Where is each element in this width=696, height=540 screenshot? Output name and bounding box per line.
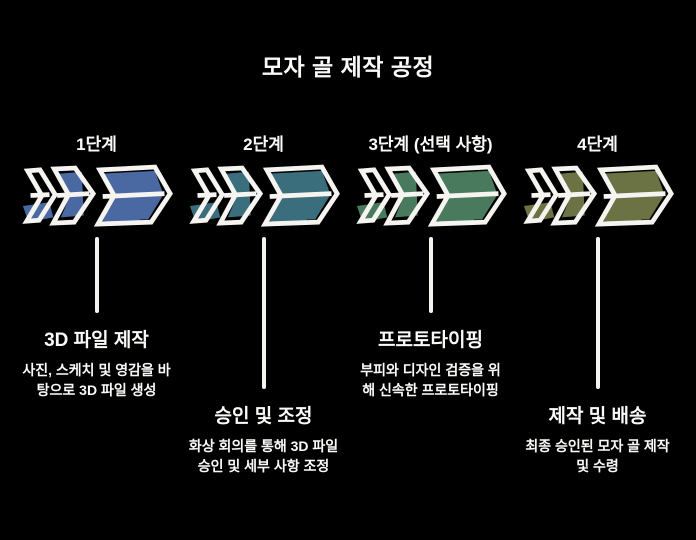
stage-column-4: 4단계 (514, 94, 681, 476)
stage-label: 2단계 (243, 135, 284, 154)
stage-label: 3단계 (선택 사항) (368, 135, 493, 154)
arrow-wrap (188, 163, 340, 229)
stage-column-1: 1단계 (13, 94, 180, 476)
step-description: 최종 승인된 모자 골 제작 및 수령 (525, 438, 670, 474)
arrow-wrap (522, 163, 674, 229)
connector-line (595, 237, 600, 389)
stage-column-3: 3단계 (선택 사항) (347, 94, 514, 476)
stage-column-2: 2단계 (180, 94, 347, 476)
connector-line (94, 237, 99, 313)
stage-columns: 1단계 (13, 94, 681, 476)
step-heading: 제작 및 배송 (548, 406, 647, 427)
diagram-title: 모자 골 제작 공정 (261, 54, 435, 80)
connector-line (428, 237, 433, 313)
stage-label: 4단계 (577, 135, 618, 154)
step-heading: 프로토타이핑 (378, 330, 483, 351)
stage-label: 1단계 (76, 135, 117, 154)
step-heading: 3D 파일 제작 (44, 330, 149, 351)
process-chevron-arrow-icon (355, 164, 507, 227)
process-chevron-arrow-icon (522, 164, 674, 227)
step-description: 부피와 디자인 검증을 위해 신속한 프로토타이핑 (360, 362, 501, 398)
process-chevron-arrow-icon (188, 164, 340, 227)
arrow-wrap (355, 163, 507, 229)
step-heading: 승인 및 조정 (214, 406, 313, 427)
connector-line (261, 237, 266, 389)
arrow-wrap (21, 163, 173, 229)
step-description: 화상 회의를 통해 3D 파일 승인 및 세부 사항 조정 (188, 438, 339, 474)
step-description: 사진, 스케치 및 영감을 바탕으로 3D 파일 생성 (22, 362, 171, 398)
process-chevron-arrow-icon (21, 164, 173, 227)
